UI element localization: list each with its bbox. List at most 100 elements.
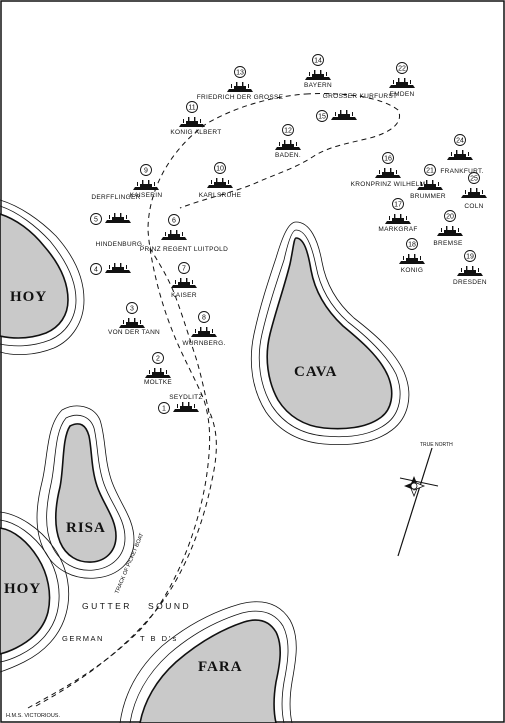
- ship-name: HINDENBURG.: [96, 241, 145, 248]
- ship-number-circle: [234, 66, 246, 78]
- ship-number: 4: [94, 266, 98, 273]
- ship-number-circle: [424, 164, 436, 176]
- ship-number: 8: [202, 314, 206, 321]
- ship-name: EMDEN: [390, 91, 415, 98]
- island-cava: CAVA: [250, 221, 410, 446]
- ship-number-circle: [90, 213, 102, 225]
- ship-number: 3: [130, 305, 134, 312]
- ship-name: KAISERIN: [130, 192, 163, 199]
- island-label-hoy-north: HOY: [10, 289, 47, 305]
- ship-number-circle: [158, 402, 170, 414]
- ship-number: 9: [144, 167, 148, 174]
- ship-number-circle: [312, 54, 324, 66]
- ship-name: KONIG ALBERT: [170, 129, 221, 136]
- ship-number: 20: [446, 213, 454, 220]
- island-label-hoy-south: HOY: [4, 581, 41, 597]
- ship-number: 12: [284, 127, 292, 134]
- ship-name: BAYERN: [304, 82, 332, 89]
- ship-name: MARKGRAF: [378, 226, 417, 233]
- ship-number-circle: [186, 101, 198, 113]
- ship-number: 11: [188, 104, 195, 111]
- ship-number-circle: [464, 250, 476, 262]
- hms-victorious: H.M.S. VICTORIOUS.: [6, 713, 60, 719]
- ship-name: FRANKFURT.: [440, 168, 483, 175]
- ship-number: 24: [456, 137, 464, 144]
- ship-name: BREMSE: [433, 240, 463, 247]
- ship-number-circle: [126, 302, 138, 314]
- ship-number-circle: [282, 124, 294, 136]
- compass: TRUE NORTH: [397, 442, 453, 557]
- ship-number: 1: [162, 405, 166, 412]
- ship-number-circle: [140, 164, 152, 176]
- ship-name: VON DER TANN: [108, 329, 160, 336]
- ship-name: PRINZ REGENT LUITPOLD: [140, 246, 228, 253]
- island-label-risa: RISA: [66, 520, 106, 536]
- ship-number-circle: [214, 162, 226, 174]
- compass-north-label: TRUE NORTH: [420, 442, 453, 448]
- ship-number: 14: [314, 57, 322, 64]
- ship-number: 19: [466, 253, 474, 260]
- ship-name: GROSSER KURFURST: [323, 93, 398, 100]
- label-gutter: GUTTER: [82, 601, 132, 611]
- ship-name: MOLTKE: [144, 379, 172, 386]
- ship-4: 4 HINDENBURG.: [90, 241, 145, 275]
- ship-name: BRUMMER: [410, 193, 446, 200]
- ship-name: DERFFLINGER: [91, 194, 140, 201]
- label-sound: SOUND: [148, 601, 191, 611]
- ship-number: 17: [394, 201, 402, 208]
- hms-victorious-label: H.M.S. VICTORIOUS.: [6, 713, 60, 719]
- ship-name: BADEN.: [275, 152, 301, 159]
- island-hoy-north: HOY: [0, 199, 85, 356]
- ship-number-circle: [198, 311, 210, 323]
- label-tbds: T B D's: [140, 634, 178, 643]
- ship-number-circle: [396, 62, 408, 74]
- ship-number: 7: [182, 265, 186, 272]
- ship-number: 13: [236, 69, 244, 76]
- ship-name: KAISER: [171, 292, 197, 299]
- island-label-cava: CAVA: [294, 364, 337, 380]
- ship-number-circle: [392, 198, 404, 210]
- ship-number: 5: [94, 216, 98, 223]
- ship-number-circle: [454, 134, 466, 146]
- ship-number: 22: [398, 65, 406, 72]
- ship-number: 15: [318, 113, 326, 120]
- ship-name: FRIEDRICH DER GROSSE: [197, 94, 284, 101]
- ship-number: 16: [384, 155, 392, 162]
- ship-number-circle: [406, 238, 418, 250]
- ship-name: KARLSRUHE: [199, 192, 242, 199]
- ship-number: 18: [408, 241, 416, 248]
- ship-number-circle: [316, 110, 328, 122]
- ship-number-circle: [178, 262, 190, 274]
- track-line-loop: [179, 93, 400, 209]
- ship-name: WURNBERG.: [182, 340, 225, 347]
- ship-number-circle: [90, 263, 102, 275]
- track-line-main: [27, 93, 307, 709]
- ship-number-circle: [382, 152, 394, 164]
- ship-name: SEYDLITZ: [169, 394, 202, 401]
- track-line-return: [35, 407, 217, 707]
- ship-number-circle: [444, 210, 456, 222]
- ship-name: KONIG: [401, 267, 423, 274]
- ship-number-circle: [468, 172, 480, 184]
- island-risa: RISA: [36, 405, 135, 579]
